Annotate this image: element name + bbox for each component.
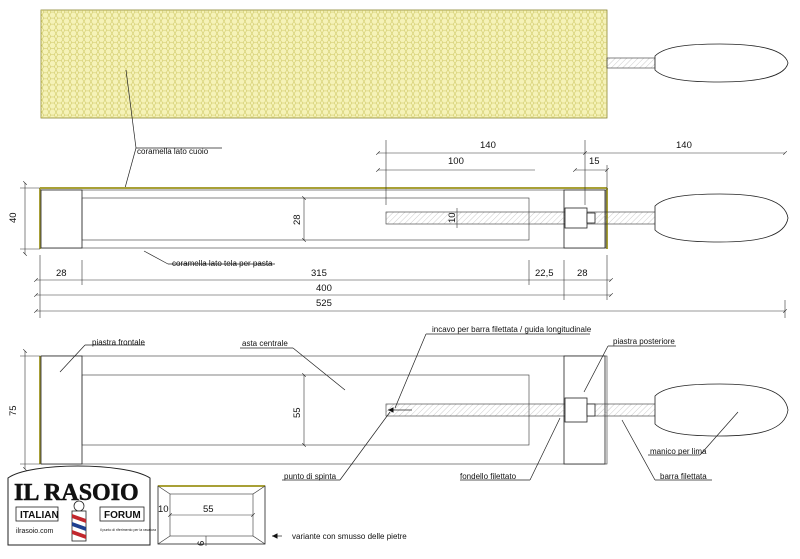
dim-10-rod: 10 — [447, 212, 458, 223]
dim-height-75: 75 — [8, 351, 40, 469]
dim-22-5: 22,5 — [535, 268, 554, 279]
dim-525: 525 — [316, 298, 332, 309]
label-text-spinta: punto di spinta — [284, 472, 337, 481]
dim-100: 100 — [448, 156, 464, 167]
callout-incavo: incavo per barra filettata / guida longi… — [394, 325, 592, 409]
label-coramella-tela: coramella lato tela per pasta — [143, 250, 275, 268]
label-text-incavo: incavo per barra filettata / guida longi… — [432, 325, 592, 334]
dim-28-right: 28 — [577, 268, 588, 279]
dim-75: 75 — [8, 405, 19, 416]
logo-site: ilrasoio.com — [16, 528, 54, 535]
dim-height-40: 40 — [8, 183, 40, 254]
forum-logo: IL RASOIO ITALIAN FORUM ilrasoio.com il … — [7, 465, 156, 546]
dim-140-left: 140 — [480, 140, 496, 151]
dim-28-left: 28 — [56, 268, 67, 279]
logo-italian: ITALIAN — [20, 510, 59, 521]
dim-28-inner: 28 — [292, 214, 303, 225]
dim-40: 40 — [8, 212, 19, 223]
callout-variante: variante con smusso delle pietre — [272, 532, 407, 541]
front-plate-side — [40, 189, 83, 249]
label-text-cuoio: coramella lato cuoio — [137, 147, 209, 156]
front-plate-plan — [40, 355, 83, 465]
logo-forum: FORUM — [104, 510, 141, 521]
callout-piastra-frontale: piastra frontale — [59, 338, 145, 373]
dim-var-55: 55 — [203, 504, 214, 515]
dim-400: 400 — [316, 283, 332, 294]
label-text-tela: coramella lato tela per pasta — [172, 259, 273, 268]
dim-140-right: 140 — [676, 140, 692, 151]
label-text-manico: manico per lima — [650, 447, 707, 456]
dim-var-10: 10 — [158, 504, 169, 515]
handle-plan — [654, 383, 789, 437]
callout-manico: manico per lima — [648, 411, 739, 456]
handle-side — [654, 193, 789, 243]
dim-15: 15 — [589, 156, 600, 167]
callout-piastra-posteriore: piastra posteriore — [583, 337, 676, 393]
label-text-asta: asta centrale — [242, 339, 288, 348]
callout-fondello: fondello filettato — [460, 417, 561, 481]
plan-view — [39, 355, 789, 465]
top-view-honeycomb — [40, 9, 789, 119]
label-text-fondello: fondello filettato — [460, 472, 517, 481]
label-text-barra: barra filettata — [660, 472, 707, 481]
handle-top — [654, 43, 789, 83]
dim-rod-10: 10 — [447, 208, 458, 228]
dim-315: 315 — [311, 268, 327, 279]
label-coramella-cuoio: coramella lato cuoio — [124, 69, 222, 189]
dims-bottom: 28 315 22,5 28 400 525 — [36, 255, 785, 318]
callout-asta-centrale: asta centrale — [240, 339, 346, 391]
dims-top: 140 100 140 15 — [378, 140, 785, 205]
dim-inner-28: 28 — [292, 198, 304, 240]
dim-55-inner: 55 — [292, 407, 303, 418]
variant-view: 10 55 6 — [157, 485, 266, 546]
dim-var-6: 6 — [196, 541, 207, 546]
barber-pole-icon — [71, 500, 87, 542]
side-view — [39, 187, 789, 249]
label-text-posteriore: piastra posteriore — [613, 337, 675, 346]
callout-punto-spinta: punto di spinta — [282, 407, 412, 481]
logo-tagline: il punto di riferimento per la rasatura — [100, 528, 156, 532]
label-text-variante: variante con smusso delle pietre — [292, 532, 407, 541]
callout-barra: barra filettata — [621, 419, 712, 481]
dim-inner-55: 55 — [292, 375, 304, 445]
label-text-frontale: piastra frontale — [92, 338, 145, 347]
